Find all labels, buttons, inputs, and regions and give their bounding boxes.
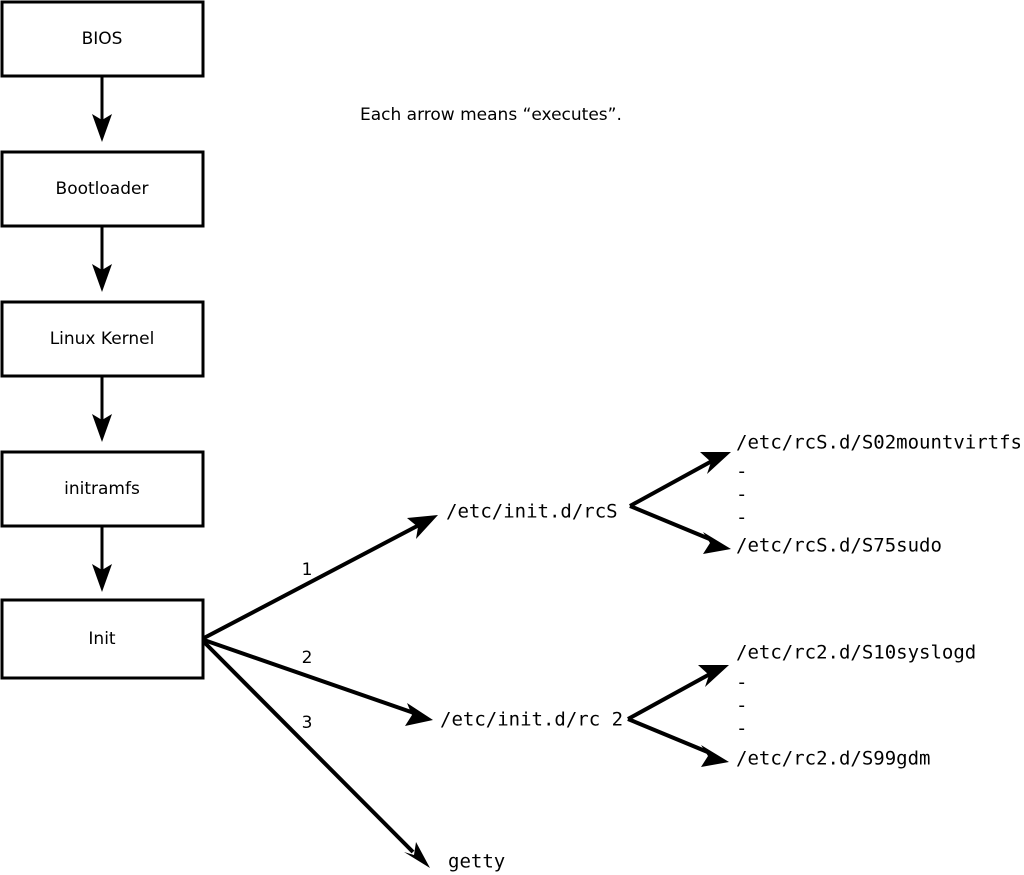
kernel-label: Linux Kernel (50, 329, 155, 349)
target-label-rcs: /etc/init.d/rcS (446, 501, 618, 523)
arrowhead-icon (407, 515, 438, 539)
arrow-bootloader-to-kernel (92, 227, 112, 292)
node-linux-kernel[interactable]: Linux Kernel (0, 300, 205, 378)
arrowhead-icon (703, 532, 731, 554)
initramfs-label: initramfs (64, 479, 140, 499)
bootloader-label: Bootloader (56, 179, 149, 199)
arrowhead-icon (92, 564, 112, 592)
arrow-init-to-rcs (203, 515, 438, 640)
target-label-rc2: /etc/init.d/rc 2 (440, 709, 623, 731)
branch-label-2: 2 (302, 648, 313, 668)
rcs-ellipsis-dash-1: - (736, 461, 747, 483)
rc2-script-last: /etc/rc2.d/S99gdm (736, 748, 930, 770)
arrowhead-icon (405, 703, 433, 726)
arrow-rcs-to-first-script (629, 452, 731, 508)
arrow-init-to-rc2 (203, 638, 433, 726)
node-bios[interactable]: BIOS (0, 0, 205, 78)
arrowhead-icon (700, 452, 731, 474)
arrowhead-icon (698, 665, 729, 687)
arrow-initramfs-to-init (92, 527, 112, 592)
rc2-ellipsis-dash-2: - (736, 695, 747, 717)
init-label: Init (88, 629, 116, 649)
bootloader-box-outline (0, 150, 205, 228)
node-initramfs[interactable]: initramfs (0, 450, 205, 528)
arrow-bios-to-bootloader (92, 77, 112, 142)
arrow-rc2-to-first-script (627, 665, 729, 721)
arrow-kernel-to-initramfs (92, 377, 112, 442)
rcs-ellipsis-dash-2: - (736, 484, 747, 506)
rc2-ellipsis-dash-1: - (736, 672, 747, 694)
arrowhead-icon (92, 414, 112, 442)
bios-label: BIOS (82, 29, 123, 49)
arrowhead-icon (701, 745, 729, 767)
rc2-ellipsis-dash-3: - (736, 718, 747, 740)
arrow-rcs-to-last-script (629, 504, 731, 554)
init-box-outline (0, 598, 205, 680)
node-bootloader[interactable]: Bootloader (0, 150, 205, 228)
arrow-rc2-to-last-script (627, 717, 729, 767)
diagram-caption: Each arrow means “executes”. (360, 105, 622, 125)
arrowhead-icon (404, 842, 430, 868)
initramfs-box-outline (0, 450, 205, 528)
branch-label-1: 1 (302, 560, 313, 580)
rcs-script-last: /etc/rcS.d/S75sudo (736, 535, 942, 557)
arrowhead-icon (92, 264, 112, 292)
target-label-getty: getty (448, 851, 505, 873)
branch-label-3: 3 (302, 713, 313, 733)
rcs-script-first: /etc/rcS.d/S02mountvirtfs (736, 432, 1022, 454)
kernel-box-outline (0, 300, 205, 378)
rc2-script-first: /etc/rc2.d/S10syslogd (736, 642, 976, 664)
node-init[interactable]: Init (0, 598, 205, 680)
arrow-init-to-getty (202, 640, 430, 868)
arrowhead-icon (92, 114, 112, 142)
rcs-ellipsis-dash-3: - (736, 507, 747, 529)
bios-box-outline (0, 0, 205, 78)
